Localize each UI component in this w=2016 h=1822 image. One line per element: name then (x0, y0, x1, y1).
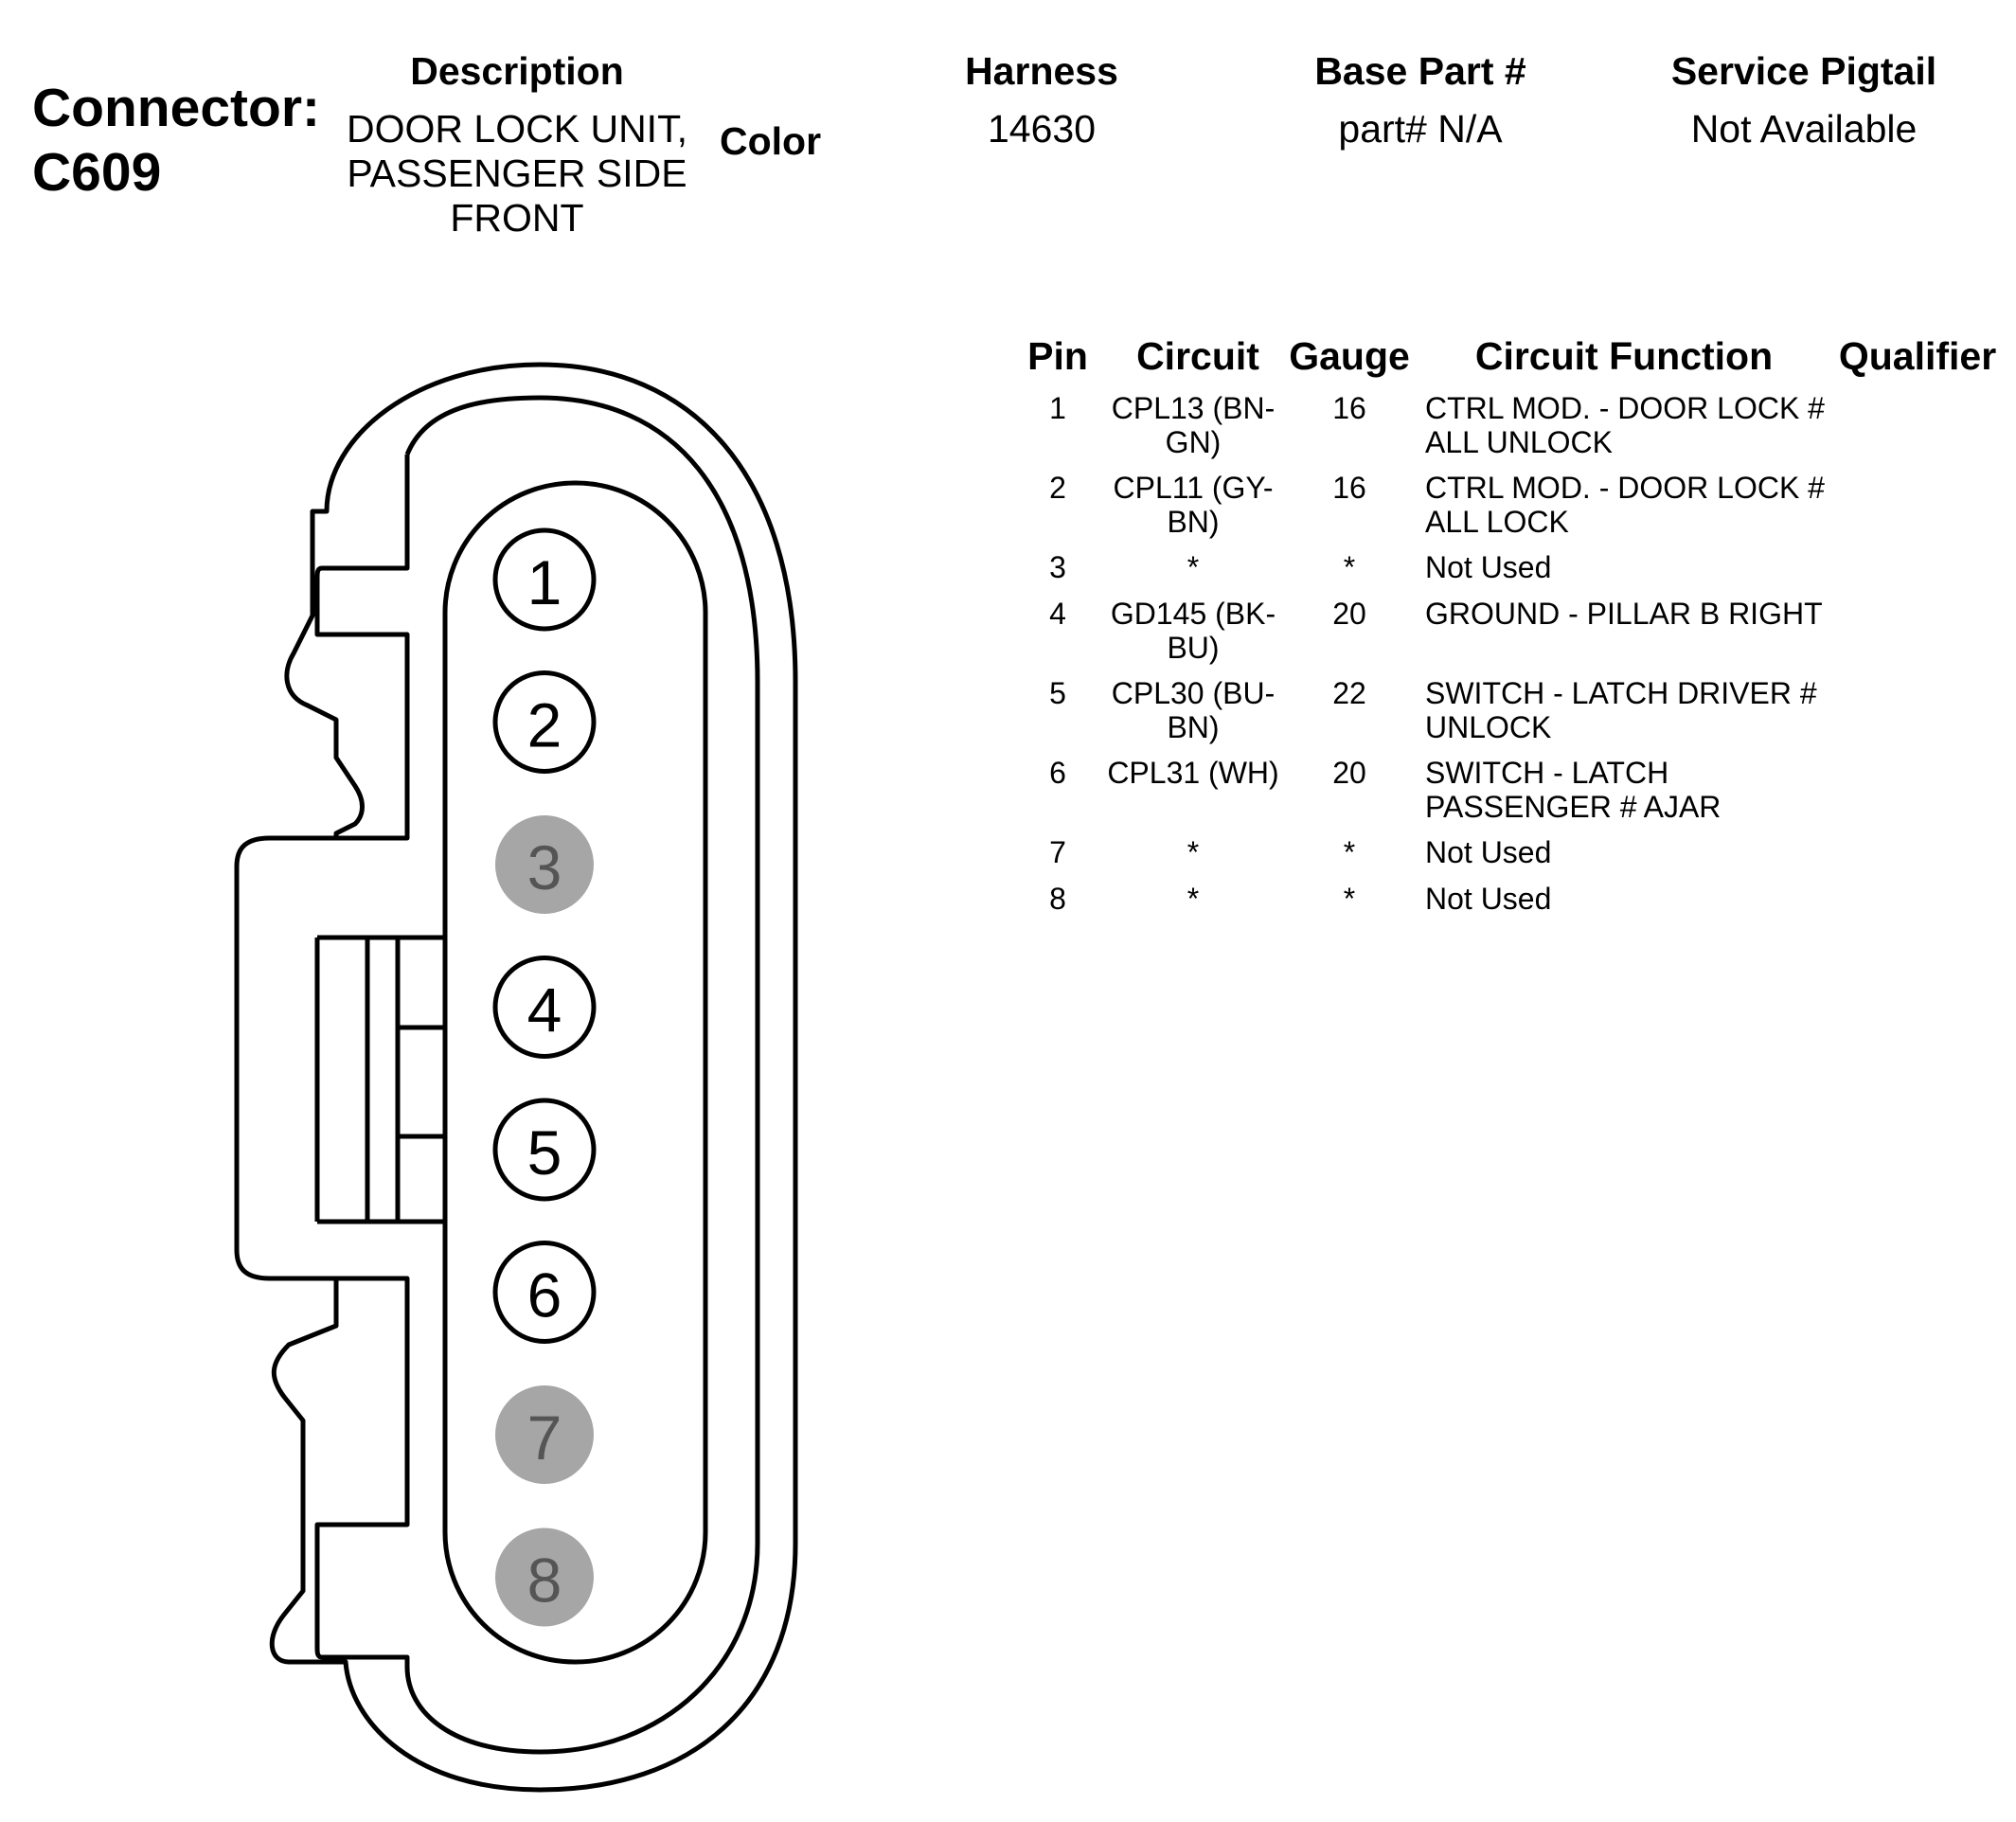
circuit-line: BN) (1167, 710, 1220, 744)
circuit-line: CPL30 (BU- (1111, 676, 1276, 710)
circuit-line: CPL13 (BN- (1111, 391, 1276, 425)
function-line: ALL UNLOCK (1425, 425, 1613, 459)
gauge-cell: 20 (1332, 756, 1366, 790)
pin-6-circle (492, 1241, 597, 1344)
function-line: CTRL MOD. - DOOR LOCK # (1425, 471, 1825, 505)
pin-cell: 3 (1049, 550, 1066, 584)
function-cell: Not Used (1425, 882, 1552, 916)
table-header-pin: Pin (1027, 334, 1088, 378)
table-header-circuit-function: Circuit Function (1474, 334, 1774, 378)
table-header-circuit: Circuit (1136, 334, 1259, 378)
function-line: SWITCH - LATCH (1425, 756, 1669, 790)
table-header-qualifier: Qualifier (1838, 334, 1997, 378)
pin-1-label: 1 (527, 547, 562, 617)
pin-3-circle (495, 815, 594, 914)
pin-7-label: 7 (527, 1402, 562, 1473)
harness-value: 14630 (987, 107, 1096, 151)
circuit-cell: CPL30 (BU-BN) (1098, 676, 1288, 744)
connector-title: Connector: C609 (32, 76, 320, 205)
connector-inner-outline (270, 395, 760, 1755)
pin-2-label: 2 (527, 690, 562, 760)
description-line: PASSENGER SIDE (347, 152, 687, 195)
connector-label: Connector: (32, 78, 320, 138)
circuit-cell: CPL13 (BN-GN) (1098, 391, 1288, 459)
pin-5-label: 5 (527, 1117, 562, 1188)
table-header-gauge: Gauge (1289, 334, 1410, 378)
gauge-cell: 16 (1332, 391, 1366, 425)
circuit-cell: CPL31 (WH) (1107, 756, 1279, 790)
harness-heading: Harness (965, 49, 1118, 93)
pin-cell: 5 (1049, 676, 1066, 710)
service-pigtail-heading: Service Pigtail (1670, 49, 1937, 93)
circuit-line: BU) (1167, 631, 1220, 665)
service-pigtail-value: Not Available (1690, 107, 1918, 151)
pin-8-circle (495, 1527, 594, 1627)
pin-cell: 1 (1049, 391, 1066, 425)
pin-cell: 2 (1049, 471, 1066, 505)
connector-id: C609 (32, 142, 162, 204)
base-part-heading: Base Part # (1314, 49, 1526, 93)
function-line: PASSENGER # AJAR (1425, 790, 1722, 824)
function-cell: CTRL MOD. - DOOR LOCK #ALL LOCK (1425, 471, 1842, 539)
function-cell: Not Used (1425, 550, 1552, 584)
pin-6-label: 6 (527, 1260, 562, 1331)
pin-cavity (442, 480, 708, 1665)
gauge-cell: 16 (1332, 471, 1366, 505)
pin-7-circle (495, 1385, 594, 1484)
circuit-cell: CPL11 (GY-BN) (1098, 471, 1288, 539)
circuit-line: BN) (1167, 505, 1220, 539)
pin-cell: 4 (1049, 597, 1066, 631)
circuit-cell: GD145 (BK-BU) (1098, 597, 1288, 665)
function-line: CTRL MOD. - DOOR LOCK # (1425, 391, 1825, 425)
gauge-cell: * (1343, 835, 1356, 869)
pin-1-circle (492, 527, 597, 632)
description-heading: Description (410, 49, 624, 93)
base-part-value: part# N/A (1338, 107, 1503, 151)
pin-2-circle (492, 670, 597, 774)
pin-cell: 7 (1049, 835, 1066, 869)
function-cell: SWITCH - LATCH DRIVER #UNLOCK (1425, 676, 1842, 744)
pin-4-label: 4 (527, 975, 562, 1045)
pin-4-circle (492, 956, 597, 1059)
circuit-line: GN) (1165, 425, 1222, 459)
function-line: SWITCH - LATCH DRIVER # (1425, 676, 1817, 710)
description-value: DOOR LOCK UNIT, PASSENGER SIDE FRONT (328, 107, 706, 241)
description-line: DOOR LOCK UNIT, (347, 107, 687, 151)
circuit-cell: * (1186, 882, 1200, 916)
pin-5-circle (492, 1098, 597, 1202)
gauge-cell: 22 (1332, 676, 1366, 710)
gauge-cell: * (1343, 550, 1356, 584)
circuit-line: CPL11 (GY- (1113, 471, 1274, 505)
function-line: UNLOCK (1425, 710, 1552, 744)
gauge-cell: 20 (1332, 597, 1366, 631)
circuit-cell: * (1186, 835, 1200, 869)
color-heading: Color (720, 119, 822, 163)
pin-3-label: 3 (527, 832, 562, 902)
pins-layer: 1 2 3 4 5 6 7 8 (492, 527, 597, 1627)
function-cell: GROUND - PILLAR B RIGHT (1425, 597, 1823, 631)
circuit-line: GD145 (BK- (1110, 597, 1276, 631)
function-cell: CTRL MOD. - DOOR LOCK #ALL UNLOCK (1425, 391, 1842, 459)
gauge-cell: * (1343, 882, 1356, 916)
pin-8-label: 8 (527, 1545, 562, 1616)
function-cell: Not Used (1425, 835, 1552, 869)
circuit-cell: * (1186, 550, 1200, 584)
pin-cell: 6 (1049, 756, 1066, 790)
pin-cell: 8 (1049, 882, 1066, 916)
description-line: FRONT (450, 196, 584, 240)
function-line: ALL LOCK (1425, 505, 1569, 539)
